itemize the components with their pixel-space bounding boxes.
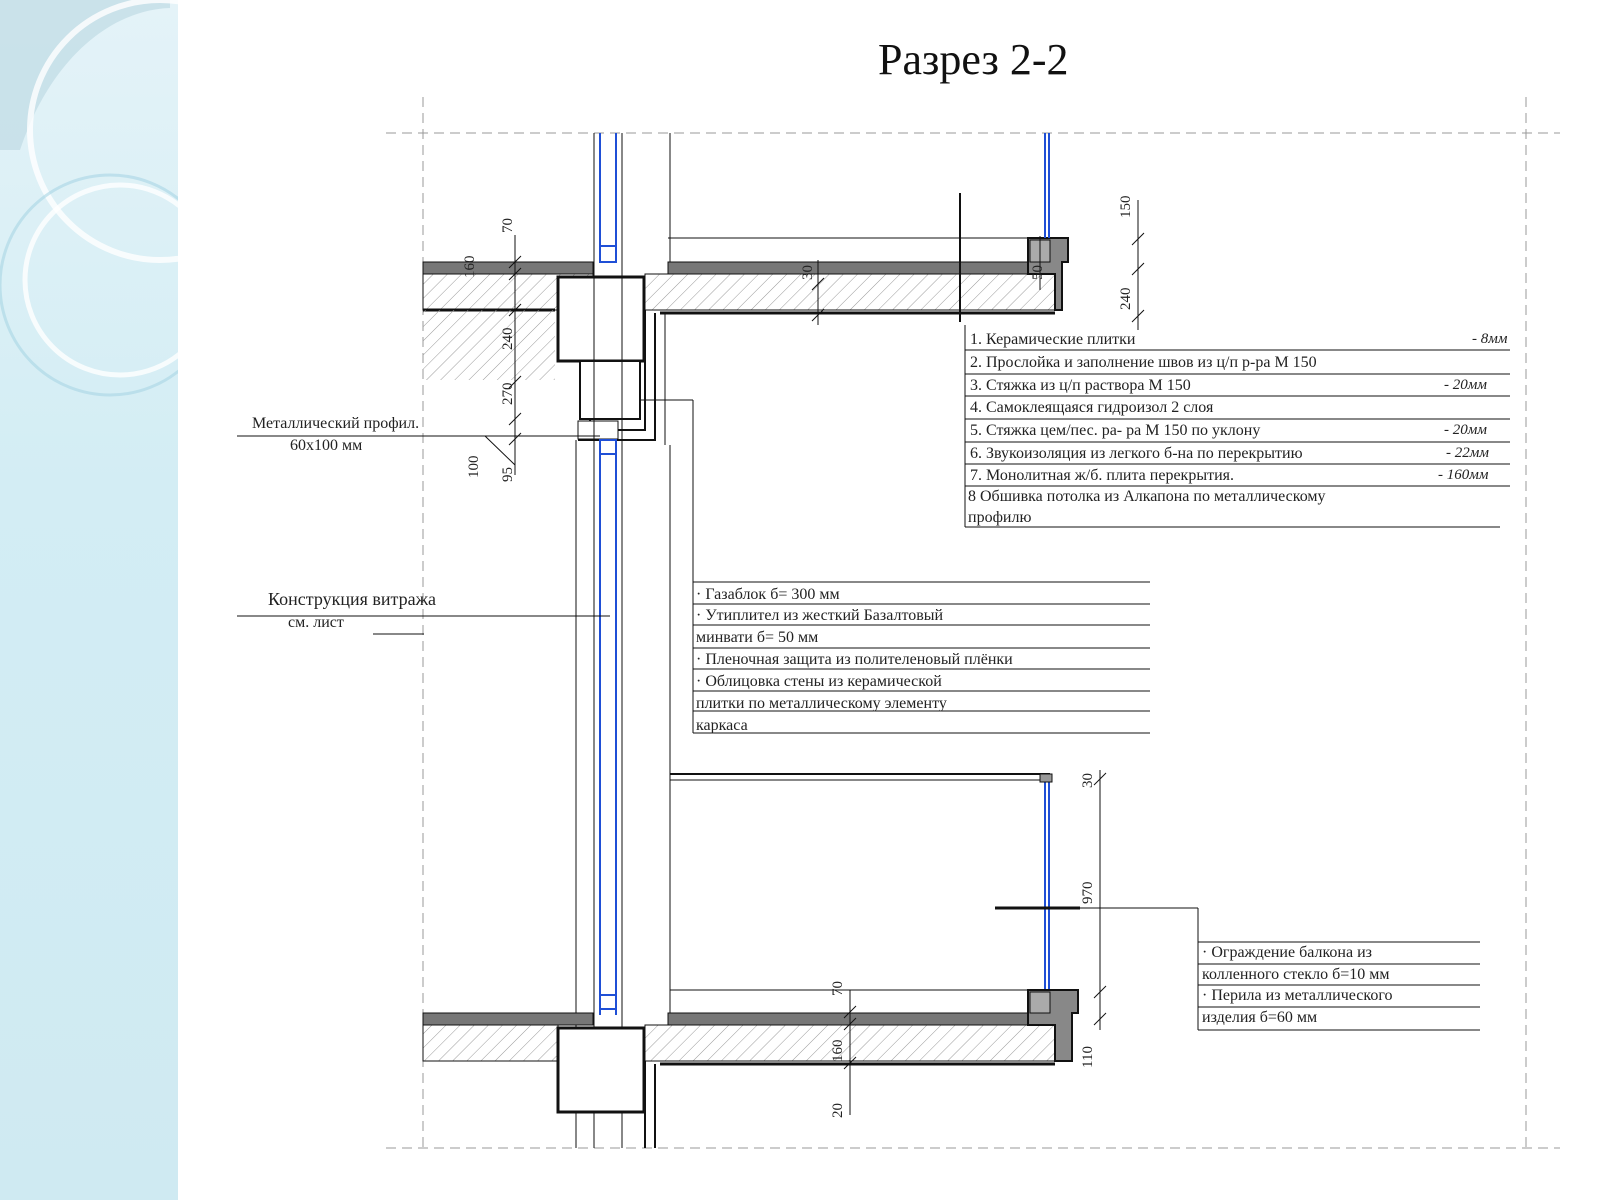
dimension-label: 30 [800,265,816,280]
balcony-layer-item: изделия б=60 мм [1202,1009,1318,1026]
wall-layer-item: · Газаблок б= 300 мм [696,586,840,603]
dimension-label: 100 [466,455,482,479]
floor-layer-3: 3. Стяжка из ц/п раствора М 150 [970,377,1191,394]
bottom-floor-slab [422,989,1079,1148]
stained-glass-label: Конструкция витража [268,589,437,609]
dimension-label: 70 [830,981,846,996]
dimension-label: 50 [1030,265,1046,280]
wall-layer-item: · Пленочная защита из полителеновый плён… [696,651,1013,668]
floor-layer-2: 2. Прослойка и заполнение швов из ц/п р-… [970,354,1317,371]
page-title: Разрез 2-2 [878,35,1069,84]
decorative-side-panel [0,0,178,1200]
wall-layer-item: плитки по металлическому элементу [696,695,947,712]
top-floor-slab [422,193,1069,445]
dimension-label: 150 [1118,195,1134,219]
floor-layer-3-value: - 20мм [1444,377,1487,393]
floor-layer-6: 6. Звукоизоляция из легкого б-на по пере… [970,445,1303,462]
floor-layer-1-value: - 8мм [1472,331,1508,347]
dimension-label: 240 [1118,287,1134,311]
dimension-label: 270 [500,382,516,406]
stained-glass-sheet-label: см. лист [288,614,344,631]
floor-layer-4: 4. Самоклеящаяся гидроизол 2 слоя [970,399,1214,416]
decorative-circles [0,0,178,397]
wall-layer-item: каркаса [696,717,748,734]
floor-layer-5: 5. Стяжка цем/пес. ра- ра М 150 по уклон… [970,422,1261,439]
dimension-lines [508,200,1145,1115]
metal-profile-size-label: 60х100 мм [290,437,363,454]
floor-layer-7-value: - 160мм [1438,467,1489,483]
frame-dashed-lines [386,97,1560,1149]
dimension-label: 30 [1080,773,1096,788]
floor-layer-1: 1. Керамические плитки [970,331,1136,348]
balcony-rail [670,773,1080,910]
floor-layer-6-value: - 22мм [1446,445,1489,461]
balcony-layer-item: · Ограждение балкона из [1202,944,1372,961]
balcony-layer-item: колленного стекло б=10 мм [1202,966,1390,983]
balcony-layer-item: · Перила из металлического [1202,987,1393,1004]
wall-layer-item: минвати б= 50 мм [696,629,819,646]
wall-layer-item: · Утиплител из жесткий Базалтовый [696,607,944,624]
stained-glass-window [599,133,1050,1015]
dimension-label: 160 [830,1039,846,1063]
floor-layer-8: 8 Обшивка потолка из Алкапона по металли… [968,488,1326,505]
dimension-label: 110 [1080,1046,1096,1068]
floor-layer-5-value: - 20мм [1444,422,1487,438]
dimension-label: 240 [500,327,516,351]
floor-layer-8-cont: профилю [968,509,1032,526]
dimension-label: 970 [1080,881,1096,905]
dimension-label: 160 [462,255,478,279]
dimension-label: 70 [500,218,516,233]
floor-layer-7: 7. Монолитная ж/б. плита перекрытия. [970,467,1234,484]
leader-lines [237,325,1510,1031]
wall-layer-item: · Облицовка стены из керамической [696,673,942,690]
dimension-label: 95 [500,467,516,482]
metal-profile-label: Металлический профил. [252,415,420,432]
dimension-label: 20 [830,1103,846,1118]
